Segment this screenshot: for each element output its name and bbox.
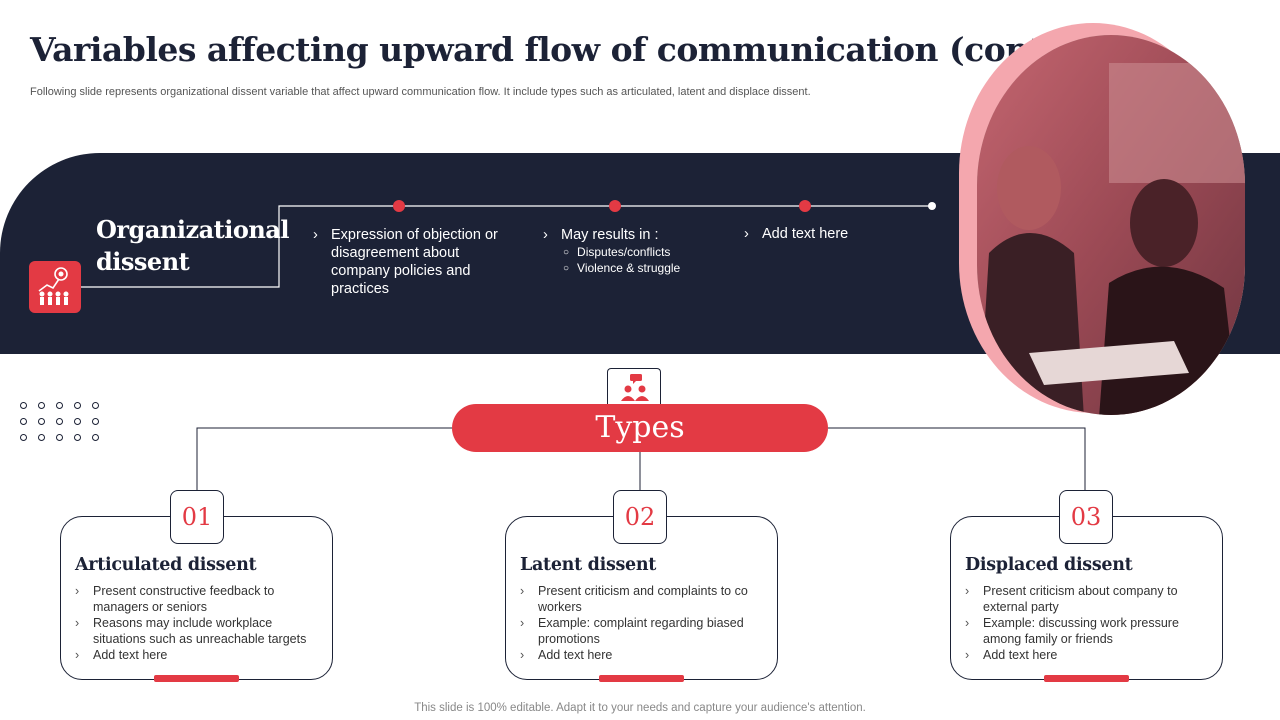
timeline-dot: [799, 200, 811, 212]
card-list: Present criticism and complaints to co w…: [520, 583, 772, 663]
chevron-right-icon: ›: [313, 227, 318, 243]
types-heading: Types: [452, 404, 828, 452]
card-title: Displaced dissent: [965, 555, 1133, 575]
timeline-dot: [609, 200, 621, 212]
card-accent-bar: [1044, 675, 1129, 682]
org-title-line2: dissent: [96, 247, 190, 276]
list-item: Reasons may include workplace situations…: [75, 615, 327, 647]
org-point-1: › Expression of objection or disagreemen…: [313, 226, 503, 298]
meeting-photo: [959, 23, 1245, 415]
circle-bullet-icon: ○: [563, 263, 570, 274]
org-point-1-text: Expression of objection or disagreement …: [331, 227, 498, 297]
card-list: Present criticism about company to exter…: [965, 583, 1217, 663]
page-title: Variables affecting upward flow of commu…: [30, 30, 1070, 69]
org-point-2-text: May results in :: [561, 227, 659, 243]
list-item: Present criticism and complaints to co w…: [520, 583, 772, 615]
card-accent-bar: [154, 675, 239, 682]
timeline-end-dot: [928, 202, 936, 210]
footer-note: This slide is 100% editable. Adapt it to…: [414, 702, 866, 714]
list-item: Add text here: [520, 647, 772, 663]
organizational-dissent-title: Organizational dissent: [96, 214, 289, 278]
org-point-2: › May results in : ○Disputes/conflicts ○…: [543, 226, 743, 276]
page-subtitle: Following slide represents organizationa…: [30, 86, 811, 98]
team-target-chart-icon: [29, 261, 81, 313]
chevron-right-icon: ›: [744, 226, 749, 242]
card-title: Articulated dissent: [75, 555, 257, 575]
org-subitem: ○Disputes/conflicts: [563, 245, 671, 259]
card-number-badge: 03: [1059, 490, 1113, 544]
card-list: Present constructive feedback to manager…: [75, 583, 327, 663]
org-point-3: › Add text here: [744, 225, 894, 243]
list-item: Present criticism about company to exter…: [965, 583, 1217, 615]
card-number-badge: 01: [170, 490, 224, 544]
org-subitem: ○Violence & struggle: [563, 261, 681, 275]
chevron-right-icon: ›: [543, 227, 548, 243]
circle-bullet-icon: ○: [563, 247, 570, 258]
timeline-dot: [393, 200, 405, 212]
list-item: Present constructive feedback to manager…: [75, 583, 327, 615]
team-chat-icon: [607, 368, 661, 408]
list-item: Example: discussing work pressure among …: [965, 615, 1217, 647]
list-item: Add text here: [965, 647, 1217, 663]
card-title: Latent dissent: [520, 555, 657, 575]
card-number-badge: 02: [613, 490, 667, 544]
org-title-line1: Organizational: [96, 215, 289, 244]
list-item: Example: complaint regarding biased prom…: [520, 615, 772, 647]
org-point-3-text: Add text here: [762, 226, 849, 242]
card-displaced-dissent: Displaced dissent Present criticism abou…: [950, 516, 1223, 682]
list-item: Add text here: [75, 647, 327, 663]
card-accent-bar: [599, 675, 684, 682]
decorative-dot-grid: [20, 402, 100, 441]
